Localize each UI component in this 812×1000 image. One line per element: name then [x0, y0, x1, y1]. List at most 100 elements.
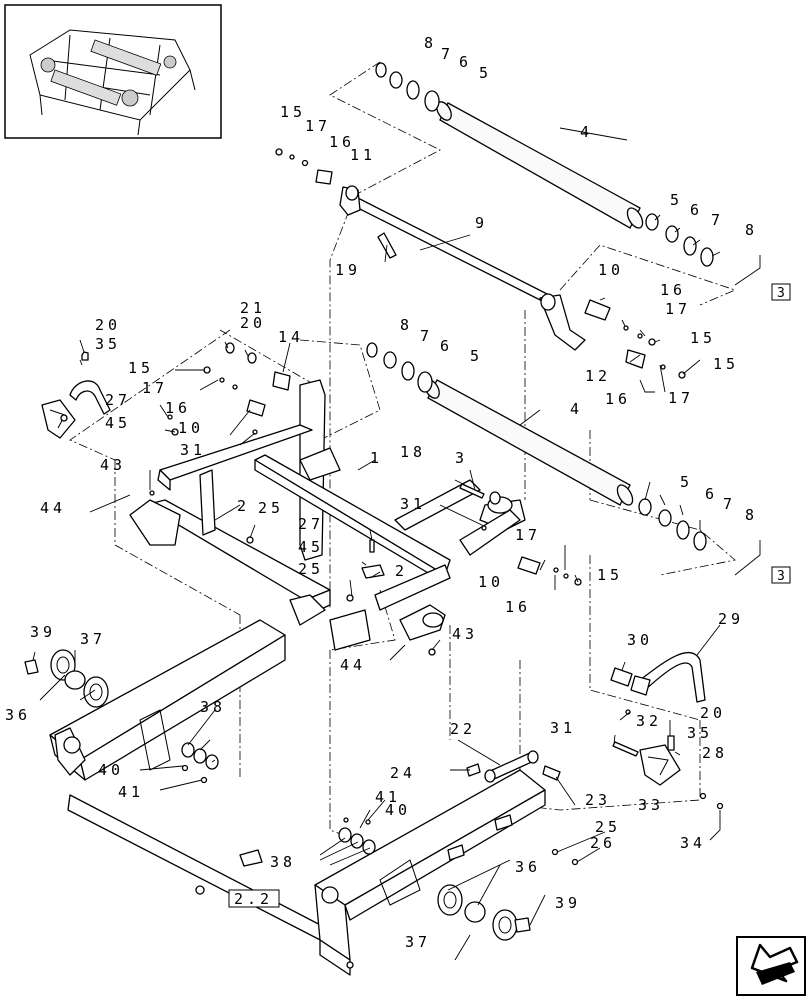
- callout-label: 25: [298, 560, 324, 578]
- callout-label: 17: [668, 389, 694, 407]
- left-hose-bracket: [41, 351, 111, 439]
- callout-label: 16: [660, 281, 686, 299]
- bottom-right-bearing: [437, 884, 531, 941]
- callout-label: 24: [390, 764, 416, 782]
- callout-label: 7: [723, 495, 736, 513]
- callout-label: 44: [40, 499, 66, 517]
- callout-label: 16: [505, 598, 531, 616]
- callout-label: 5: [670, 191, 683, 209]
- upper-roller-washers: [375, 62, 714, 267]
- callout-label: 37: [80, 630, 106, 648]
- leader-lines: [32, 127, 761, 961]
- callout-label: 10: [478, 573, 504, 591]
- top-left-hardware: [275, 148, 333, 185]
- callout-label: 31: [550, 719, 576, 737]
- callout-label: 34: [680, 834, 706, 852]
- callout-label: 9: [475, 214, 488, 232]
- callout-label: 15: [597, 566, 623, 584]
- callout-label: 45: [298, 538, 324, 556]
- callout-label: 40: [385, 801, 411, 819]
- callout-label: 38: [270, 853, 296, 871]
- callout-label: 25: [595, 818, 621, 836]
- callout-label: 5: [479, 64, 492, 82]
- callout-label: 38: [200, 698, 226, 716]
- callout-label: 7: [711, 211, 724, 229]
- callout-label: 7: [441, 45, 454, 63]
- callout-label: 36: [515, 858, 541, 876]
- callout-label: 41: [118, 783, 144, 801]
- callout-label: 36: [5, 706, 31, 724]
- callout-label: 16: [605, 390, 631, 408]
- callout-label: 8: [424, 34, 437, 52]
- right-hardware-upper: [584, 299, 686, 379]
- callout-label: 15: [280, 103, 306, 121]
- callout-label: 41: [375, 788, 401, 806]
- callout-label: 5: [680, 473, 693, 491]
- callout-label: 29: [718, 610, 744, 628]
- callout-label: 30: [627, 631, 653, 649]
- callout-label: 20: [700, 704, 726, 722]
- main-frame: [129, 379, 526, 651]
- callout-label: 16: [165, 399, 191, 417]
- callout-label: 12: [585, 367, 611, 385]
- lower-roller: [424, 379, 634, 506]
- callout-label: 25: [258, 499, 284, 517]
- callout-label: 33: [638, 796, 664, 814]
- callout-label: 17: [305, 117, 331, 135]
- callout-label: 31: [400, 495, 426, 513]
- reference-boxes: 3 3 2.2: [228, 283, 791, 908]
- callout-label: 4: [580, 123, 593, 141]
- center-hardware: [149, 490, 436, 656]
- ref-box-top[interactable]: 3: [777, 286, 785, 301]
- callout-label: 21: [240, 299, 266, 317]
- long-shaft: [339, 185, 586, 351]
- callout-label: 2: [237, 497, 250, 515]
- callout-labels: 8 7 6 5 4 15 17 16 11 9 5 6 7 8 19 10 16…: [5, 34, 758, 951]
- bottom-center-washers: [338, 817, 376, 855]
- callout-label: 8: [745, 221, 758, 239]
- back-arrow-icon[interactable]: [736, 936, 806, 996]
- callout-label: 17: [665, 300, 691, 318]
- callout-label: 35: [95, 335, 121, 353]
- callout-label: 28: [702, 744, 728, 762]
- callout-label: 18: [400, 443, 426, 461]
- ref-box-bottom[interactable]: 3: [777, 569, 785, 584]
- callout-label: 17: [142, 379, 168, 397]
- callout-label: 27: [105, 391, 131, 409]
- callout-label: 17: [515, 526, 541, 544]
- callout-label: 5: [470, 347, 483, 365]
- left-bearing-group: [24, 649, 109, 708]
- callout-label: 3: [455, 449, 468, 467]
- ref-box-page[interactable]: 2.2: [234, 890, 273, 908]
- callout-label: 27: [298, 515, 324, 533]
- lower-roller-washers: [366, 342, 707, 551]
- callout-label: 45: [105, 414, 131, 432]
- upper-roller: [436, 101, 644, 229]
- callout-label: 14: [278, 328, 304, 346]
- callout-label: 44: [340, 656, 366, 674]
- callout-label: 43: [100, 456, 126, 474]
- callout-label: 20: [240, 314, 266, 332]
- callout-label: 43: [452, 625, 478, 643]
- callout-label: 1: [370, 449, 383, 467]
- callout-label: 4: [570, 400, 583, 418]
- left-washers: [181, 742, 219, 784]
- callout-label: 16: [329, 133, 355, 151]
- thumbnail-inset: [4, 4, 222, 139]
- callout-label: 11: [350, 146, 376, 164]
- callout-label: 7: [420, 327, 433, 345]
- callout-label: 31: [180, 441, 206, 459]
- right-hardware-lower: [459, 483, 582, 586]
- callout-label: 2: [395, 562, 408, 580]
- callout-label: 6: [690, 201, 703, 219]
- callout-label: 10: [178, 419, 204, 437]
- left-hardware-upper: [167, 342, 291, 436]
- callout-label: 35: [687, 724, 713, 742]
- callout-label: 37: [405, 933, 431, 951]
- callout-label: 8: [745, 506, 758, 524]
- callout-label: 15: [128, 359, 154, 377]
- callout-label: 39: [30, 623, 56, 641]
- callout-label: 22: [450, 720, 476, 738]
- callout-label: 10: [598, 261, 624, 279]
